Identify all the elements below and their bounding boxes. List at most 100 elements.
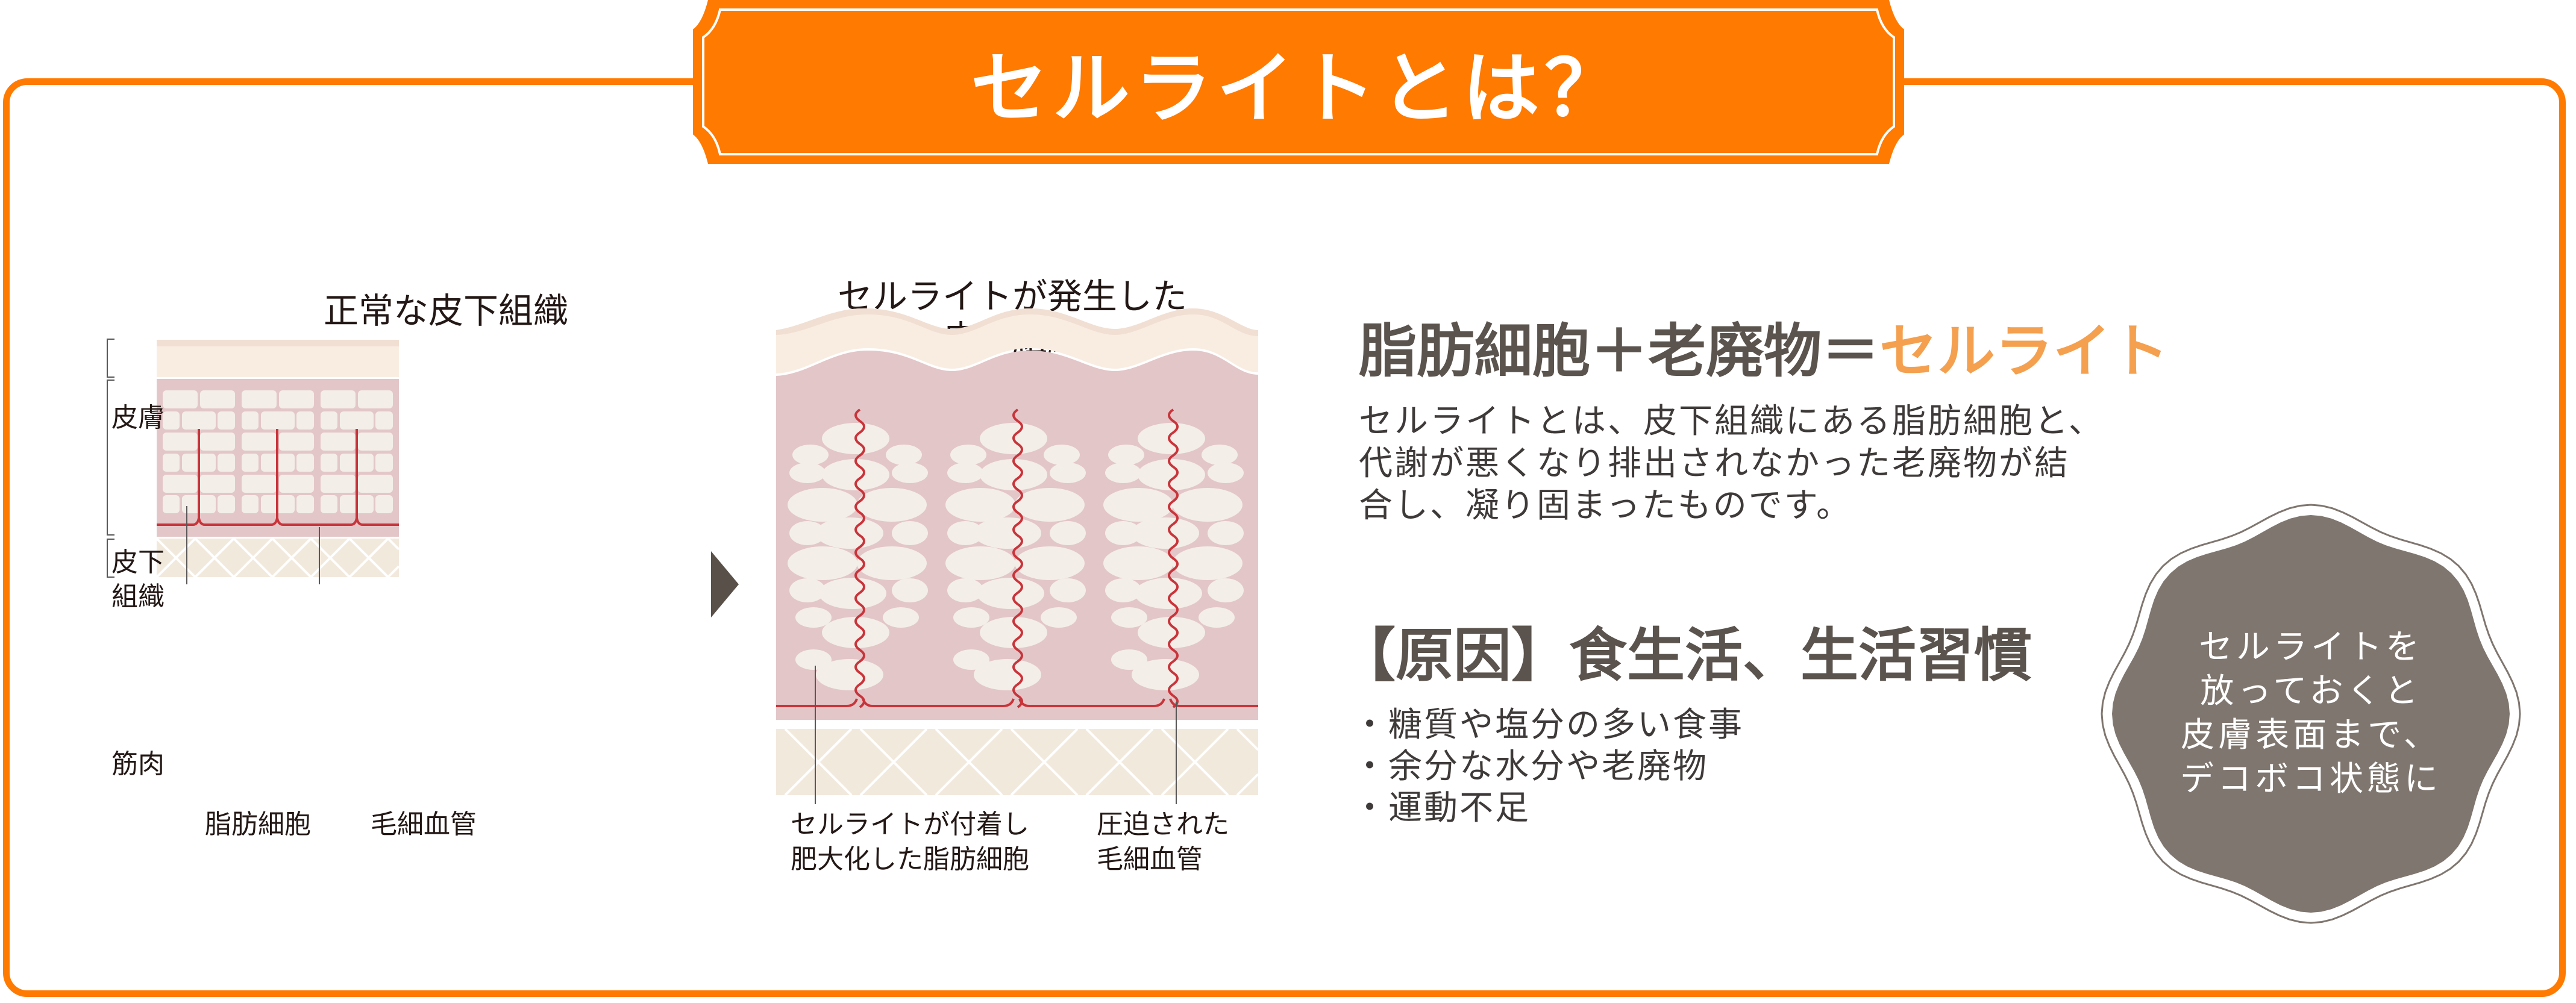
- fat-cell: [200, 433, 235, 451]
- label-subcutis-2: 組織: [111, 581, 165, 612]
- caption-capillary-1: 圧迫された: [1097, 809, 1229, 840]
- fat-cell: [816, 659, 883, 690]
- fat-cell: [242, 411, 259, 430]
- fat-cell: [1111, 649, 1147, 670]
- wavy-capillary: [1012, 408, 1023, 708]
- fat-cell: [886, 445, 922, 465]
- badge-line: セルライトを: [2199, 628, 2423, 667]
- muscle-line: [387, 565, 400, 578]
- fat-cell: [1105, 578, 1141, 602]
- fat-cell: [792, 445, 829, 465]
- cause-heading: 【原因】食生活、生活習慣: [1338, 622, 2032, 689]
- fat-cell: [1111, 607, 1147, 628]
- fat-cell: [218, 454, 235, 472]
- fat-cell: [242, 390, 277, 408]
- muscle-pattern: [784, 728, 1259, 796]
- fat-cell: [892, 578, 928, 602]
- muscle-pattern: [155, 537, 400, 578]
- fat-cell: [1208, 463, 1244, 483]
- fat-cell: [321, 495, 337, 513]
- description-line: 代謝が悪くなり排出されなかった老廃物が結: [1359, 444, 2070, 483]
- fat-cell: [945, 546, 1015, 580]
- fat-cell: [1015, 546, 1085, 580]
- fat-cell: [789, 521, 826, 545]
- formula-highlight: セルライト: [1879, 317, 2169, 385]
- fat-cell: [947, 521, 983, 545]
- cause-list: 糖質や塩分の多い食事 余分な水分や老廃物 運動不足: [1353, 705, 1744, 830]
- fat-cell: [242, 495, 259, 513]
- fat-cell: [947, 463, 983, 483]
- muscle-line: [1236, 773, 1259, 796]
- fat-cell: [1105, 521, 1141, 545]
- caption-capillary: 毛細血管: [371, 809, 477, 840]
- fat-cell: [163, 390, 198, 408]
- fat-cell: [974, 517, 1041, 549]
- muscle-line: [310, 537, 351, 578]
- cellulite-tissue-diagram: [776, 308, 1259, 804]
- fat-cell: [279, 433, 314, 451]
- fat-cell: [1208, 578, 1244, 602]
- fat-cell: [789, 578, 826, 602]
- fat-cell: [1105, 463, 1141, 483]
- muscle-line: [859, 728, 928, 796]
- fat-cell: [1041, 607, 1077, 628]
- fat-cell: [1132, 659, 1199, 690]
- fat-cell: [953, 649, 989, 670]
- fat-cell: [242, 475, 277, 493]
- fat-cell: [1108, 445, 1144, 465]
- normal-panel-title: 正常な皮下組織: [323, 290, 568, 331]
- fat-cell: [163, 475, 198, 493]
- fat-cell: [279, 390, 314, 408]
- formula-heading: 脂肪細胞＋老廃物＝セルライト: [1359, 304, 2169, 388]
- fat-cell: [822, 617, 889, 648]
- label-skin: 皮膚: [111, 402, 165, 433]
- fat-cell: [974, 659, 1041, 690]
- fat-cell: [788, 546, 857, 580]
- fat-cell: [1138, 423, 1205, 454]
- fat-cell: [1015, 488, 1085, 522]
- muscle-line: [348, 537, 389, 578]
- fat-cell: [1044, 445, 1080, 465]
- wavy-capillary: [1168, 408, 1179, 708]
- fat-cell: [218, 495, 235, 513]
- epidermis-layer: [157, 340, 399, 346]
- fat-cells: [788, 423, 1244, 690]
- fat-cell: [1173, 546, 1243, 580]
- fat-cell: [1103, 488, 1173, 522]
- layer-brackets: [107, 339, 114, 578]
- fat-cell: [1132, 517, 1199, 549]
- fat-cell: [1138, 459, 1205, 490]
- label-muscle: 筋肉: [111, 749, 165, 780]
- fat-cell: [816, 517, 883, 549]
- fat-cell: [883, 607, 919, 628]
- compressed-capillaries: [854, 408, 1179, 708]
- fat-cell: [321, 454, 337, 472]
- capillary: [776, 698, 1258, 707]
- caption-fat-2: 肥大化した脂肪細胞: [791, 844, 1029, 875]
- fat-cell: [1199, 607, 1235, 628]
- fat-cell: [980, 617, 1047, 648]
- fat-cell: [163, 495, 180, 513]
- description-line: セルライトとは、皮下組織にある脂肪細胞と、: [1359, 402, 2104, 441]
- muscle-line: [1010, 728, 1079, 796]
- fat-cell: [795, 607, 832, 628]
- fat-cell: [200, 390, 235, 408]
- triangle-right-icon: [711, 551, 739, 617]
- muscle-line: [155, 537, 196, 578]
- capillary: [157, 429, 399, 526]
- fat-cell: [163, 411, 180, 430]
- fat-cell: [242, 433, 277, 451]
- epidermis-layer: [776, 308, 1258, 336]
- fat-cell: [163, 433, 198, 451]
- fat-cell: [321, 390, 356, 408]
- muscle-line: [1236, 728, 1259, 751]
- fat-cell: [296, 454, 314, 472]
- fat-cell: [795, 649, 832, 670]
- fat-cell: [358, 475, 393, 493]
- badge-line: 皮膚表面まで、: [2181, 716, 2441, 755]
- fat-cell: [1202, 445, 1238, 465]
- fat-cell: [892, 521, 928, 545]
- fat-cell: [321, 475, 356, 493]
- fat-cell: [242, 454, 259, 472]
- fat-cell: [200, 475, 235, 493]
